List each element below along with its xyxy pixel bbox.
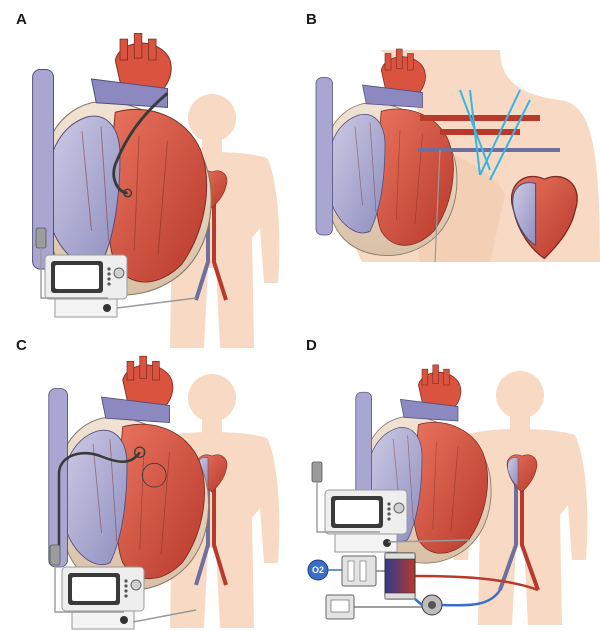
console-monitor-c[interactable]: [61, 566, 145, 630]
catheter-line-b: [434, 149, 441, 263]
catheter-line-c: [54, 565, 197, 623]
arterial-line: [414, 574, 539, 592]
console-monitor[interactable]: [44, 254, 128, 318]
panel-c: C: [16, 337, 280, 630]
drainage-bag-c: [49, 544, 61, 566]
sutures: [459, 89, 531, 181]
impella-catheter: [112, 92, 169, 195]
heart-cutaway: [32, 32, 212, 296]
pump-console[interactable]: [325, 594, 355, 620]
panel-d: D O2: [306, 337, 588, 625]
panel-label-b: B: [306, 11, 317, 28]
panel-b: B: [306, 11, 600, 263]
console-monitor-d[interactable]: [324, 489, 408, 553]
panel-a: A: [16, 11, 280, 348]
drainage-bag: [35, 227, 47, 249]
drainage-bag-d: [311, 461, 323, 483]
oxygenator: [384, 552, 416, 600]
gas-blender[interactable]: [341, 555, 377, 587]
panel-label-c: C: [16, 337, 27, 354]
oxygen-label: O2: [312, 565, 324, 575]
panel-label-d: D: [306, 337, 317, 354]
oxygen-source: O2: [307, 559, 329, 581]
venous-line: [441, 589, 502, 607]
transseptal-cannula: [57, 451, 141, 551]
catheter-line: [40, 248, 197, 309]
vessels-d: [498, 475, 540, 591]
heart-cutaway-c: [48, 355, 210, 591]
centrifugal-pump: [421, 594, 443, 616]
panel-label-a: A: [16, 11, 27, 28]
